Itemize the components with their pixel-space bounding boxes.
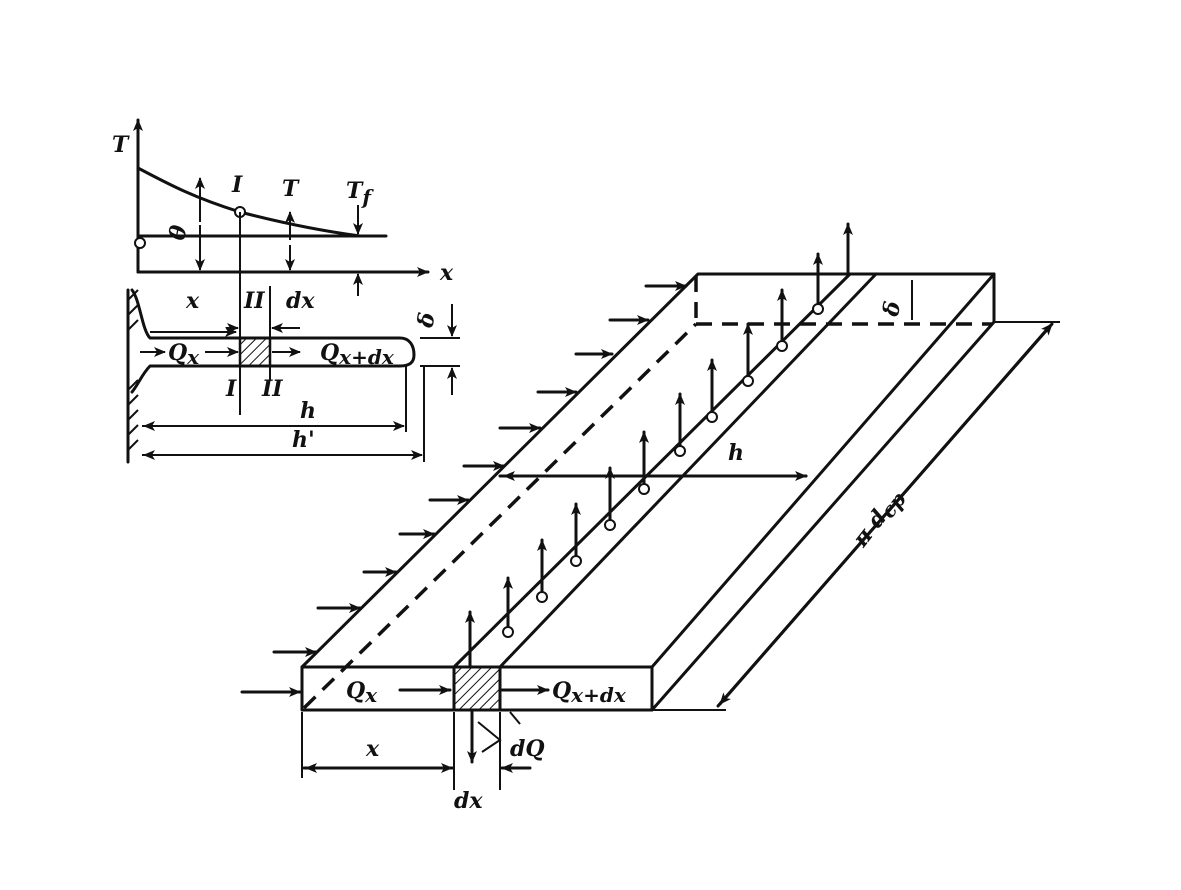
x-label: x bbox=[185, 288, 200, 314]
section-ii-top-label: II bbox=[243, 288, 265, 314]
qxdx3-sub: x+dx bbox=[570, 683, 627, 707]
qx-label: Qx bbox=[168, 340, 200, 369]
origin-point bbox=[134, 237, 146, 249]
qxdx-label: Qx+dx bbox=[320, 340, 395, 369]
element-right-edge bbox=[498, 272, 878, 669]
heat-loss-arrows bbox=[465, 222, 853, 668]
h-label: h bbox=[300, 398, 316, 424]
temperature-label: T bbox=[282, 176, 300, 202]
tf-main: T bbox=[346, 178, 364, 204]
fluid-temperature-label: Tf bbox=[346, 178, 374, 209]
front-hatched-element bbox=[452, 665, 502, 712]
qx-main: Q bbox=[168, 340, 187, 366]
small-figure: T x I T Tf θ bbox=[112, 118, 460, 464]
dx-label: dx bbox=[286, 288, 315, 314]
h-label-3d: h bbox=[728, 440, 744, 466]
section-i-bottom-label: I bbox=[225, 376, 237, 402]
dx-label-3d: dx bbox=[454, 788, 483, 814]
qx-sub: x bbox=[186, 345, 200, 369]
delta-label-3d: δ bbox=[878, 299, 906, 319]
qxdx-label-3d: Qx+dx bbox=[552, 678, 627, 707]
incoming-heat-arrows bbox=[240, 281, 688, 697]
element-left-edge bbox=[452, 272, 852, 669]
fin-cross-section: x II dx δ Qx Qx+dx I II h h' bbox=[126, 286, 460, 464]
qx-label-3d: Qx bbox=[346, 678, 378, 707]
theta-label: θ bbox=[164, 223, 192, 242]
tf-sub: f bbox=[360, 185, 374, 209]
pi-d-arrow-down bbox=[718, 324, 1052, 706]
qxdx-sub: x+dx bbox=[338, 345, 395, 369]
dq-vector-triangle bbox=[477, 721, 502, 753]
x-label-3d: x bbox=[365, 736, 380, 762]
temperature-graph: T x I T Tf θ bbox=[112, 118, 454, 415]
hidden-bottom-left-edge bbox=[302, 322, 698, 710]
qxdx3-main: Q bbox=[552, 678, 571, 704]
large-figure: δ h π dср Qx Qx+dx dQ x dx bbox=[240, 222, 1060, 814]
section-ii-bottom-label: II bbox=[261, 376, 283, 402]
x-axis-label: x bbox=[439, 260, 454, 286]
hatched-element bbox=[238, 336, 272, 368]
wall-hatch bbox=[127, 289, 139, 451]
section-i-top-label: I bbox=[231, 172, 243, 198]
qx3-sub: x bbox=[364, 683, 378, 707]
top-front-right-edge bbox=[650, 272, 996, 669]
t-axis-label: T bbox=[112, 132, 130, 158]
dq-tick bbox=[509, 711, 521, 725]
qxdx-main: Q bbox=[320, 340, 339, 366]
fin-outline bbox=[130, 288, 416, 394]
qx3-main: Q bbox=[346, 678, 365, 704]
h-prime-label: h' bbox=[292, 427, 315, 453]
dq-label: dQ bbox=[510, 736, 545, 762]
pi-d-label: π dср bbox=[847, 484, 911, 554]
delta-label: δ bbox=[412, 311, 440, 331]
